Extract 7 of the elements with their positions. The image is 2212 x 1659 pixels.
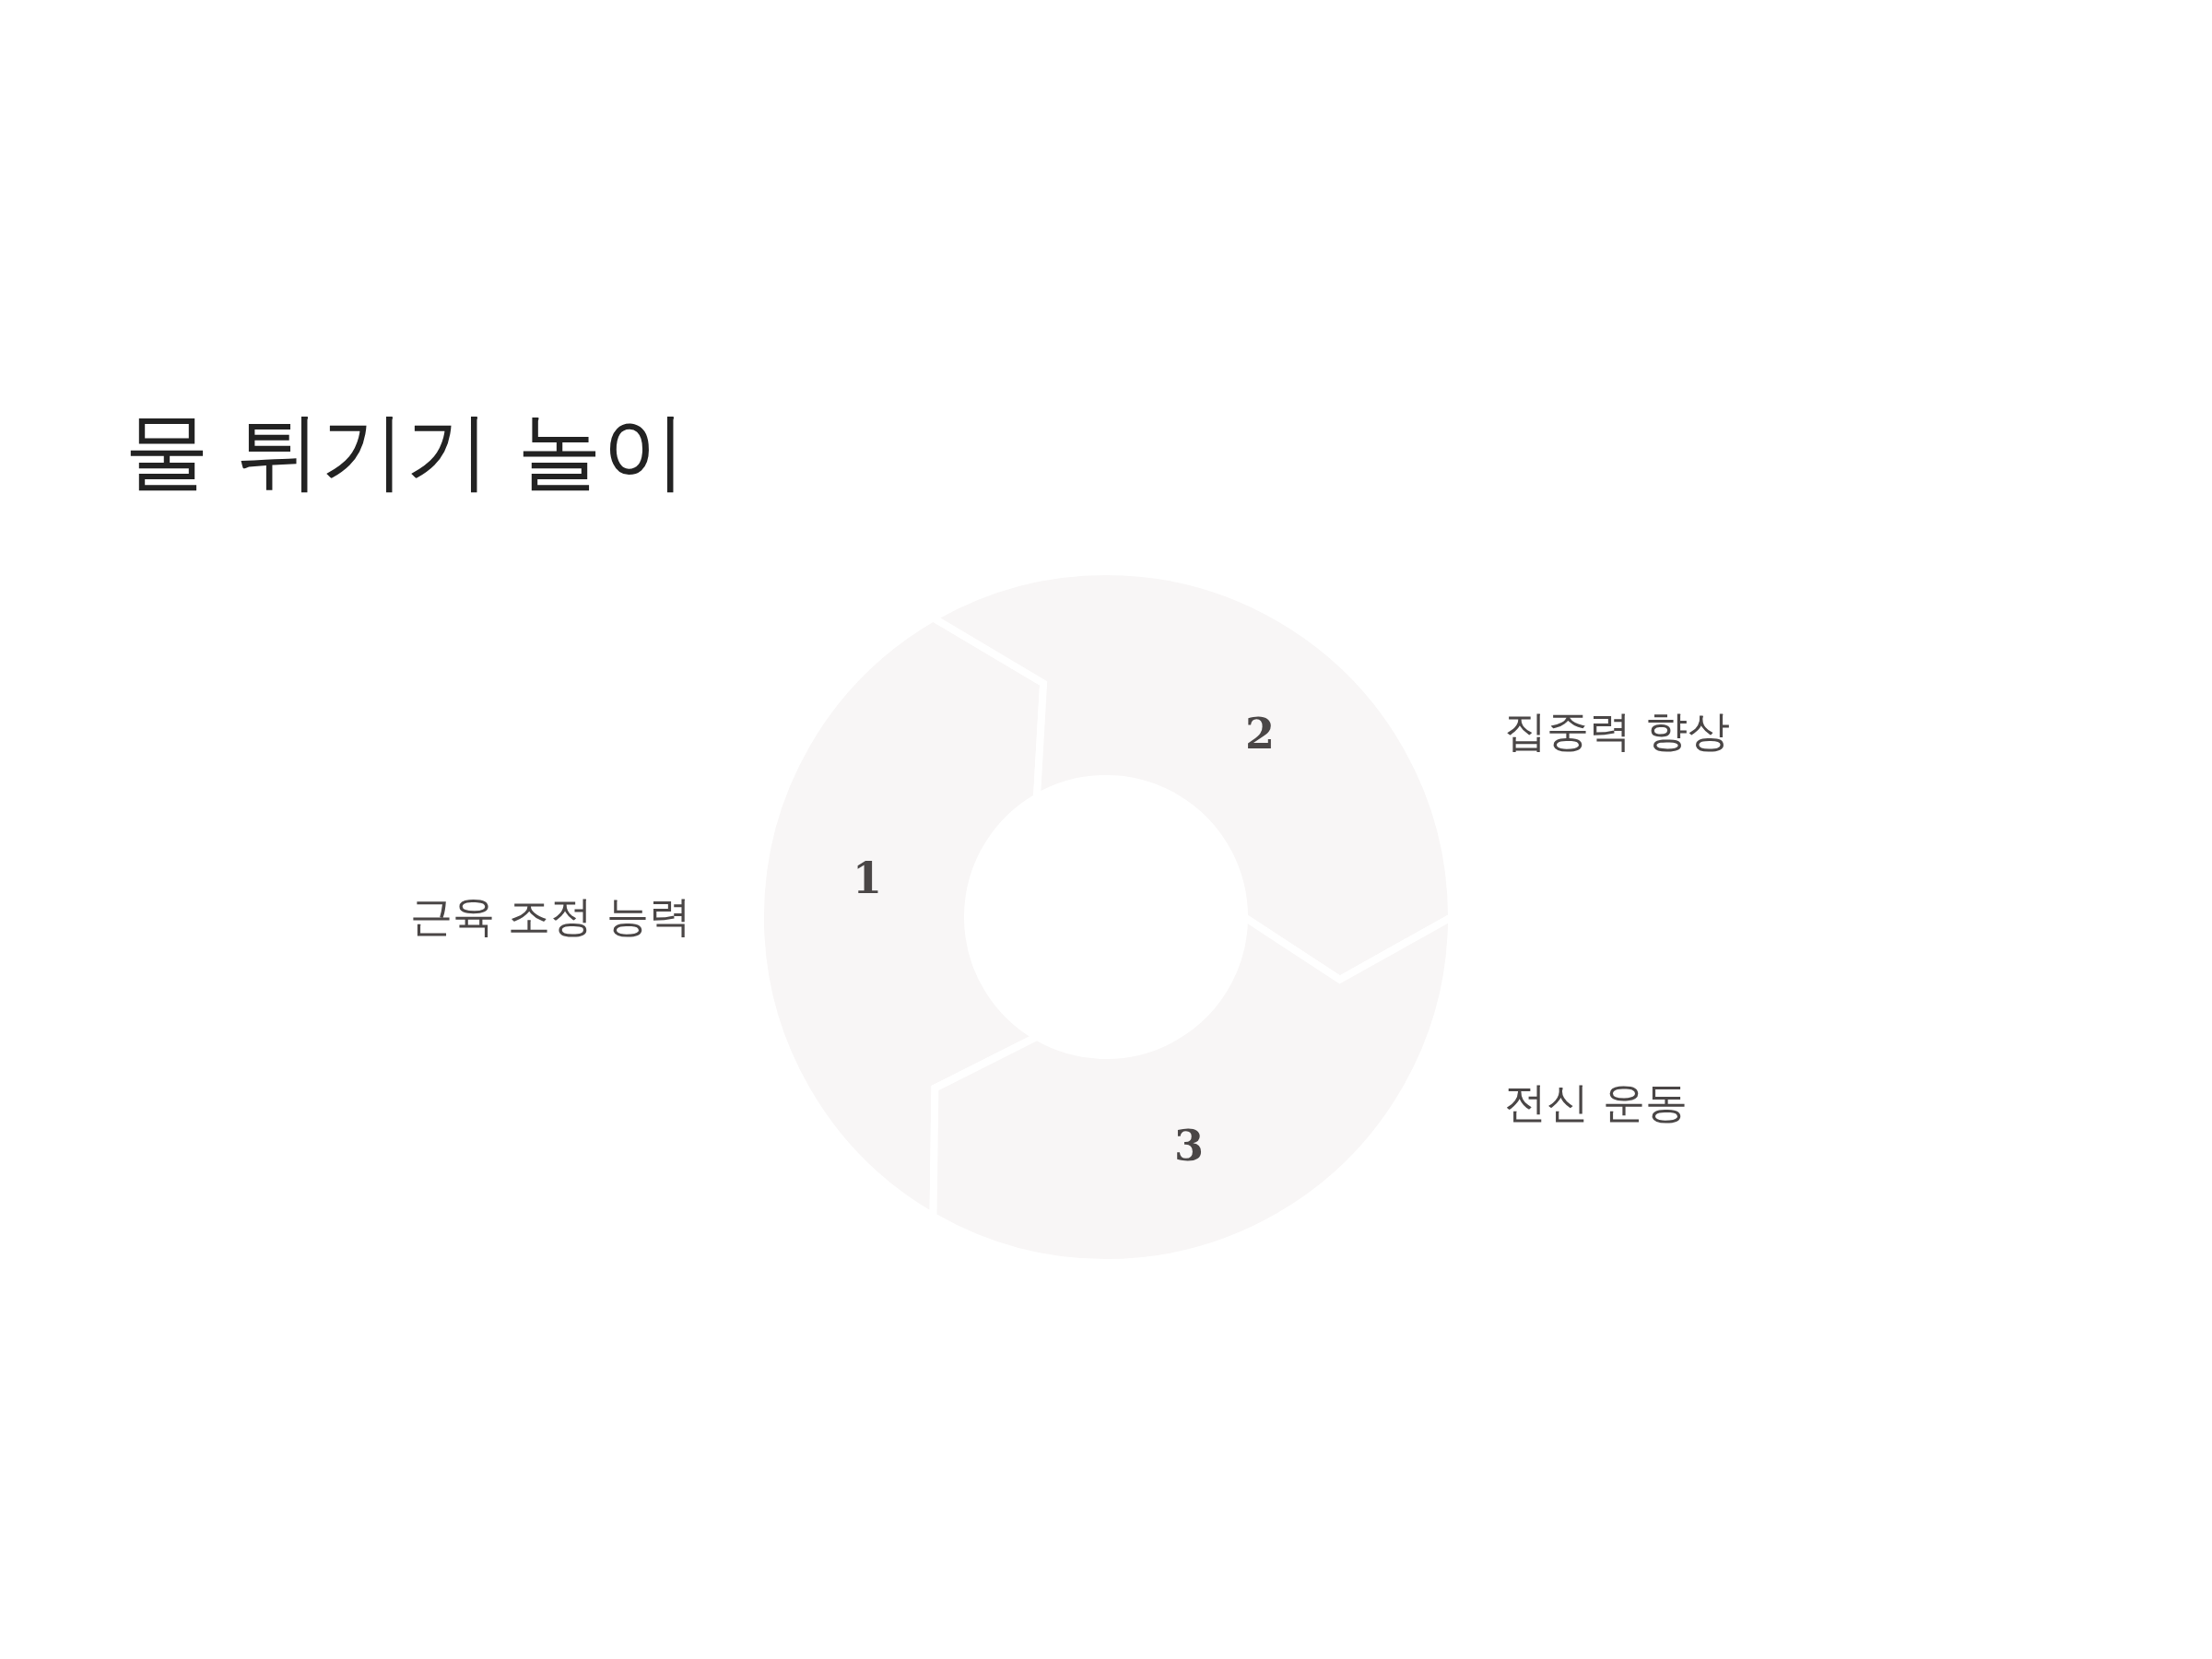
title: 물 튀기기 놀이	[124, 401, 688, 502]
step-label: 근육 조정 능력	[409, 891, 691, 943]
step-number: 3	[1174, 1124, 1204, 1167]
step-label: 전신 운동	[1504, 1077, 1688, 1129]
step-number: 1	[853, 857, 882, 900]
step-number: 2	[1245, 712, 1275, 755]
step-label: 집중력 향상	[1504, 706, 1730, 758]
